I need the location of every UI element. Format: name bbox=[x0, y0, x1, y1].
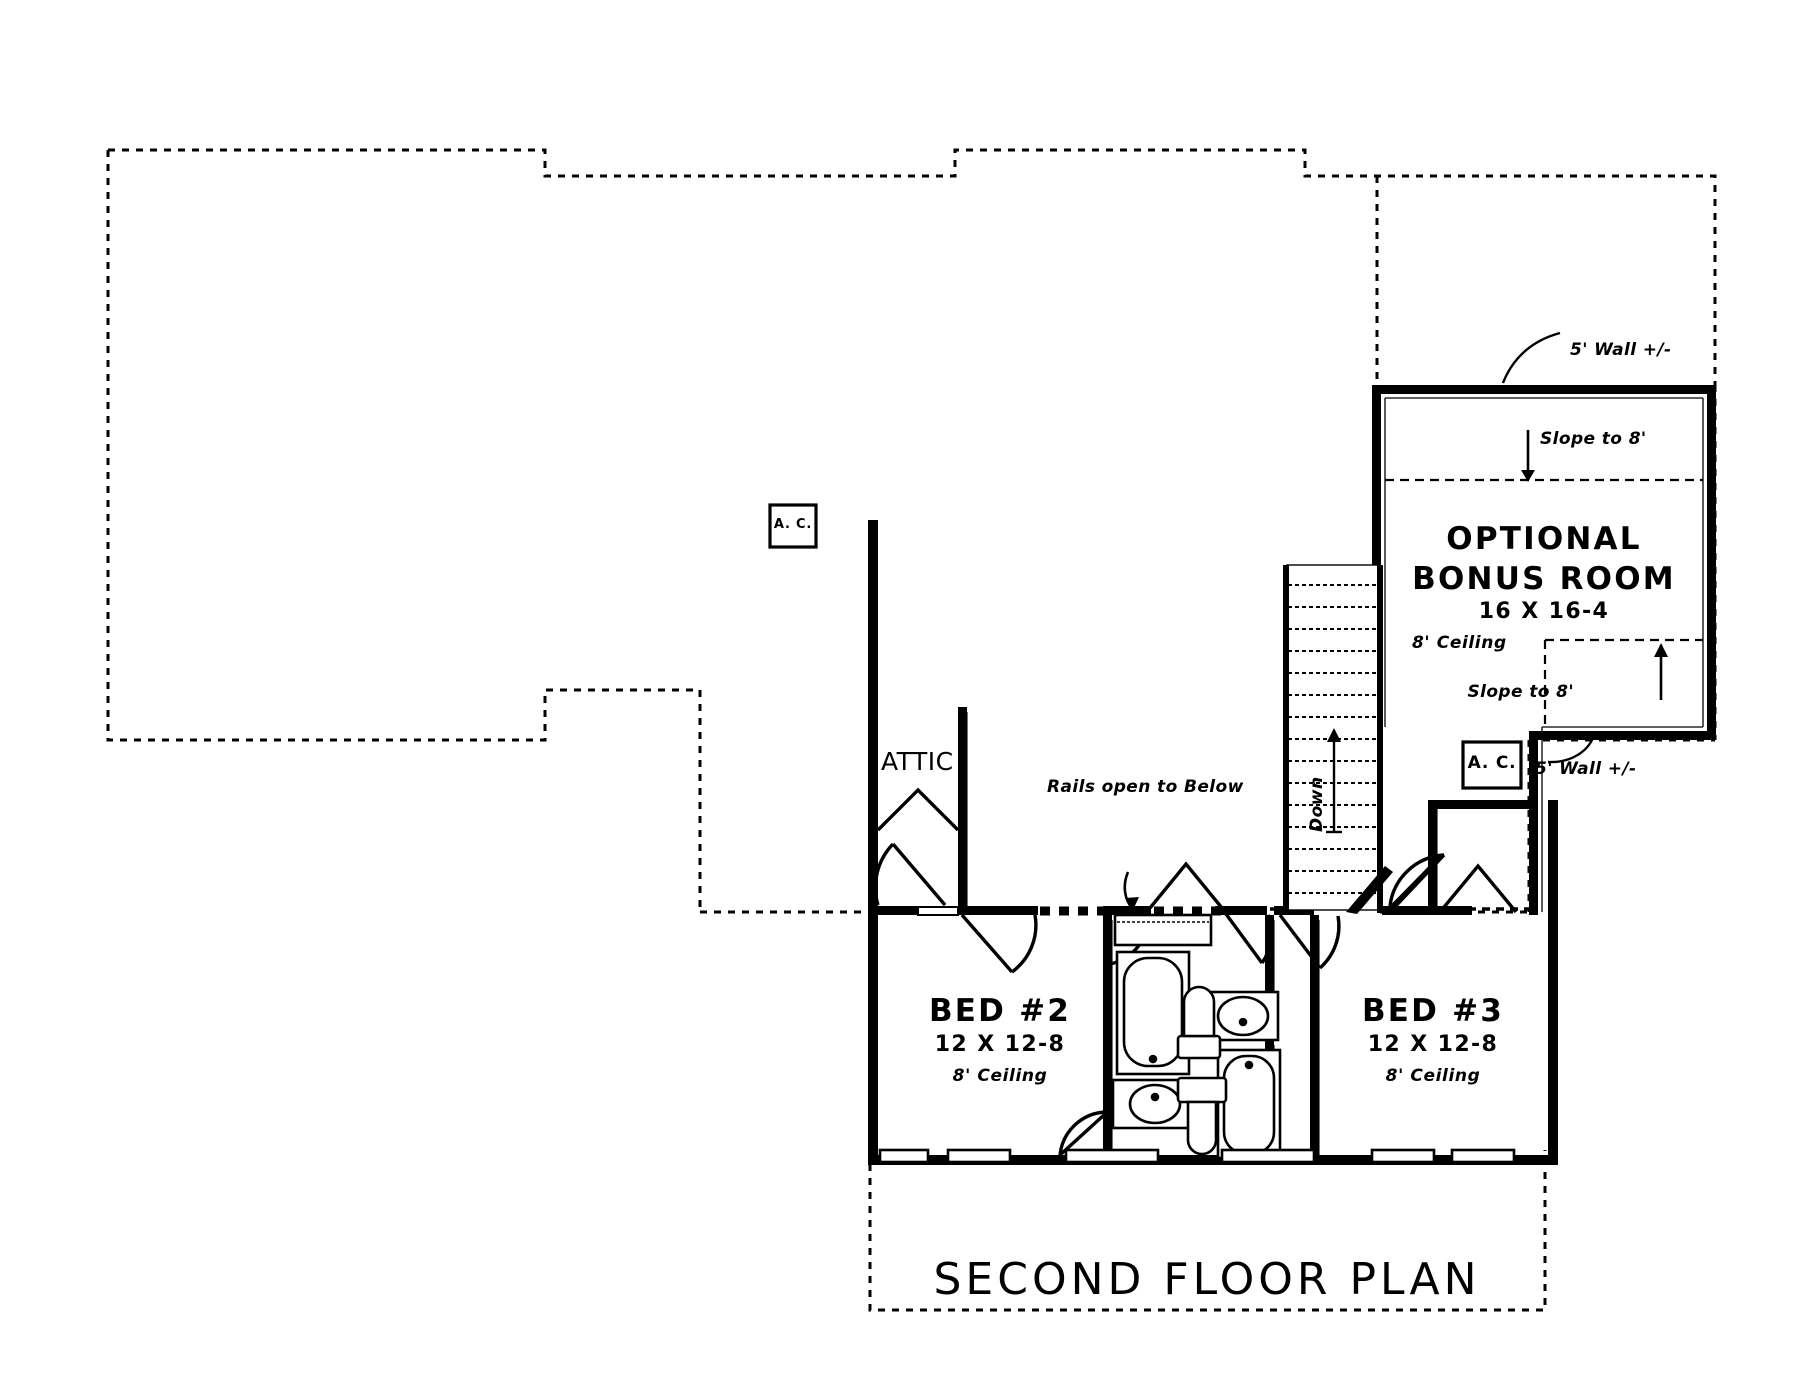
stair-direction-arrow bbox=[1326, 728, 1342, 834]
bonus-room-name-line2: BONUS ROOM bbox=[1412, 561, 1676, 597]
wall-cavity-lines bbox=[872, 525, 1556, 1159]
bonus-room-inner-lines bbox=[1384, 397, 1704, 912]
bonus-room-name-line1: OPTIONAL bbox=[1446, 521, 1642, 557]
bed2-dimensions: 12 X 12-8 bbox=[934, 1032, 1066, 1057]
ac-label-right: A. C. bbox=[1467, 753, 1517, 773]
stairs-direction-label: Down bbox=[1307, 776, 1327, 832]
wall-leader-lines bbox=[1501, 331, 1597, 764]
windows bbox=[878, 1148, 1516, 1164]
bed3-dimensions: 12 X 12-8 bbox=[1367, 1032, 1499, 1057]
wall-height-note-bottom: 5' Wall +/- bbox=[1535, 759, 1637, 779]
wall-height-note-top: 5' Wall +/- bbox=[1570, 340, 1672, 360]
bonus-room-walls bbox=[1372, 385, 1716, 915]
plan-title: SECOND FLOOR PLAN bbox=[933, 1254, 1481, 1305]
slope-arrow-top bbox=[1521, 430, 1535, 482]
slope-arrow-bottom bbox=[1654, 643, 1668, 700]
ac-label-left: A. C. bbox=[773, 517, 813, 532]
slope-note-top: Slope to 8' bbox=[1540, 429, 1647, 449]
attic-label: ATTIC bbox=[881, 747, 954, 776]
bed3-name: BED #3 bbox=[1361, 993, 1505, 1029]
bonus-room-ceiling: 8' Ceiling bbox=[1412, 633, 1507, 653]
ac-box-right bbox=[1461, 740, 1523, 790]
stair-side-walls bbox=[1283, 565, 1383, 913]
bed3-ceiling: 8' Ceiling bbox=[1385, 1066, 1481, 1086]
slope-note-bottom: Slope to 8' bbox=[1467, 682, 1574, 702]
bonus-room-dimensions: 16 X 16-4 bbox=[1478, 599, 1610, 624]
rails-leader-line bbox=[1123, 871, 1139, 910]
bed2-ceiling: 8' Ceiling bbox=[952, 1066, 1048, 1086]
bathroom-fixtures bbox=[1111, 913, 1282, 1160]
bonus-slope-lines bbox=[1385, 478, 1703, 727]
lower-floor-outline bbox=[106, 148, 1717, 1312]
ac-box-left bbox=[768, 503, 818, 549]
bed2-name: BED #2 bbox=[928, 993, 1072, 1029]
hall-openings bbox=[917, 906, 959, 916]
exterior-walls bbox=[868, 520, 1558, 1165]
hall-wall-point bbox=[1346, 866, 1393, 914]
rails-note: Rails open to Below bbox=[1047, 777, 1244, 797]
